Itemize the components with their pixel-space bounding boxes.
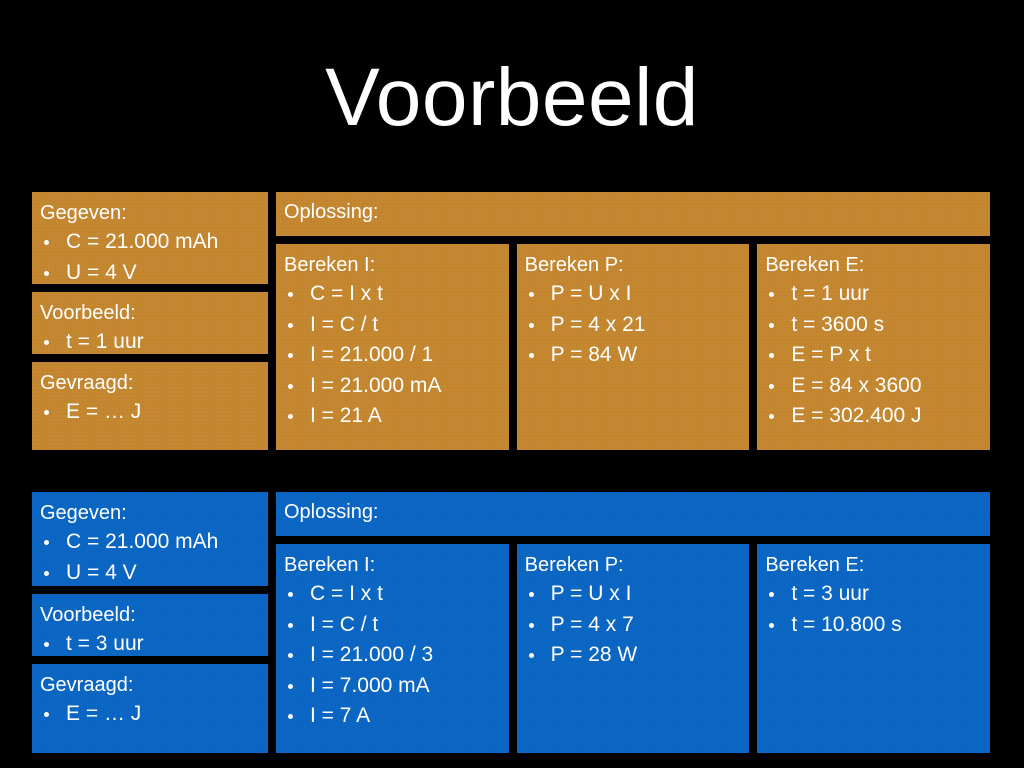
solution-column-blue: Oplossing: Bereken I: C = I x t I = C / …: [276, 492, 991, 753]
list-item: I = 21 A: [284, 401, 501, 432]
list-item: I = C / t: [284, 310, 501, 341]
list-item: E = 84 x 3600: [765, 371, 982, 402]
list-item: t = 10.800 s: [765, 610, 982, 641]
panel-gegeven-blue: Gegeven: C = 21.000 mAh U = 4 V: [32, 492, 268, 586]
list-item: I = 21.000 mA: [284, 371, 501, 402]
example-section-orange: Gegeven: C = 21.000 mAh U = 4 V Voorbeel…: [32, 192, 990, 450]
calc-heading: Bereken E:: [765, 554, 865, 576]
calc-box-bereken-i-blue: Bereken I: C = I x t I = C / t I = 21.00…: [276, 544, 509, 753]
bullet-list: P = U x I P = 4 x 7 P = 28 W: [525, 579, 742, 671]
calc-box-bereken-p-orange: Bereken P: P = U x I P = 4 x 21 P = 84 W: [517, 244, 750, 450]
bullet-list: t = 3 uur: [40, 629, 258, 656]
calc-heading: Bereken I:: [284, 254, 376, 276]
calc-heading: Bereken P:: [524, 254, 624, 276]
calc-box-bereken-e-blue: Bereken E: t = 3 uur t = 10.800 s: [757, 544, 991, 753]
solution-header-blue: Oplossing:: [276, 492, 990, 536]
list-item: t = 1 uur: [40, 327, 258, 354]
list-item: I = 21.000 / 1: [284, 340, 501, 371]
list-item: C = 21.000 mAh: [40, 527, 258, 558]
bullet-list: C = 21.000 mAh U = 4 V: [40, 227, 258, 284]
panel-heading: Voorbeeld:: [40, 604, 136, 626]
solution-label: Oplossing:: [284, 201, 379, 223]
calc-row-blue: Bereken I: C = I x t I = C / t I = 21.00…: [276, 544, 991, 753]
list-item: I = 7 A: [284, 701, 501, 732]
calc-box-bereken-e-orange: Bereken E: t = 1 uur t = 3600 s E = P x …: [757, 244, 990, 450]
calc-row-orange: Bereken I: C = I x t I = C / t I = 21.00…: [276, 244, 990, 450]
list-item: t = 3600 s: [765, 310, 982, 341]
bullet-list: C = I x t I = C / t I = 21.000 / 1 I = 2…: [284, 279, 501, 432]
given-column-blue: Gegeven: C = 21.000 mAh U = 4 V Voorbeel…: [32, 492, 268, 753]
list-item: P = U x I: [525, 579, 742, 610]
panel-voorbeeld-blue: Voorbeeld: t = 3 uur: [32, 594, 268, 656]
list-item: P = U x I: [525, 279, 742, 310]
page-title: Voorbeeld: [325, 52, 699, 143]
list-item: P = 4 x 7: [525, 610, 742, 641]
panel-heading: Voorbeeld:: [40, 302, 136, 324]
given-column-orange: Gegeven: C = 21.000 mAh U = 4 V Voorbeel…: [32, 192, 268, 450]
list-item: t = 3 uur: [765, 579, 982, 610]
bullet-list: E = … J: [40, 699, 258, 730]
calc-heading: Bereken P:: [524, 554, 624, 576]
bullet-list: E = … J: [40, 397, 258, 428]
bullet-list: C = 21.000 mAh U = 4 V: [40, 527, 258, 586]
bullet-list: t = 3 uur t = 10.800 s: [765, 579, 982, 640]
list-item: U = 4 V: [40, 258, 258, 285]
list-item: t = 3 uur: [40, 629, 258, 656]
list-item: t = 1 uur: [765, 279, 982, 310]
panel-heading: Gevraagd:: [40, 674, 134, 696]
calc-box-bereken-i-orange: Bereken I: C = I x t I = C / t I = 21.00…: [276, 244, 509, 450]
panel-heading: Gevraagd:: [40, 372, 134, 394]
panel-gevraagd-blue: Gevraagd: E = … J: [32, 664, 268, 753]
list-item: U = 4 V: [40, 558, 258, 587]
panel-voorbeeld-orange: Voorbeeld: t = 1 uur: [32, 292, 268, 354]
list-item: E = … J: [40, 699, 258, 730]
calc-heading: Bereken E:: [765, 254, 865, 276]
list-item: P = 28 W: [525, 640, 742, 671]
calc-box-bereken-p-blue: Bereken P: P = U x I P = 4 x 7 P = 28 W: [516, 544, 750, 753]
list-item: E = … J: [40, 397, 258, 428]
list-item: C = I x t: [284, 279, 501, 310]
panel-gegeven-orange: Gegeven: C = 21.000 mAh U = 4 V: [32, 192, 268, 284]
list-item: C = 21.000 mAh: [40, 227, 258, 258]
panel-heading: Gegeven:: [40, 202, 127, 224]
panel-gevraagd-orange: Gevraagd: E = … J: [32, 362, 268, 450]
example-section-blue: Gegeven: C = 21.000 mAh U = 4 V Voorbeel…: [32, 492, 991, 753]
bullet-list: t = 1 uur t = 3600 s E = P x t E = 84 x …: [765, 279, 982, 432]
panel-heading: Gegeven:: [40, 502, 127, 524]
solution-header-orange: Oplossing:: [276, 192, 990, 236]
list-item: I = C / t: [284, 610, 501, 641]
calc-heading: Bereken I:: [284, 554, 376, 576]
bullet-list: t = 1 uur: [40, 327, 258, 354]
bullet-list: C = I x t I = C / t I = 21.000 / 3 I = 7…: [284, 579, 501, 732]
solution-column-orange: Oplossing: Bereken I: C = I x t I = C / …: [276, 192, 990, 450]
solution-label: Oplossing:: [284, 501, 379, 523]
list-item: E = 302.400 J: [765, 401, 982, 432]
bullet-list: P = U x I P = 4 x 21 P = 84 W: [525, 279, 742, 371]
list-item: I = 21.000 / 3: [284, 640, 501, 671]
list-item: P = 4 x 21: [525, 310, 742, 341]
list-item: I = 7.000 mA: [284, 671, 501, 702]
list-item: C = I x t: [284, 579, 501, 610]
list-item: E = P x t: [765, 340, 982, 371]
list-item: P = 84 W: [525, 340, 742, 371]
